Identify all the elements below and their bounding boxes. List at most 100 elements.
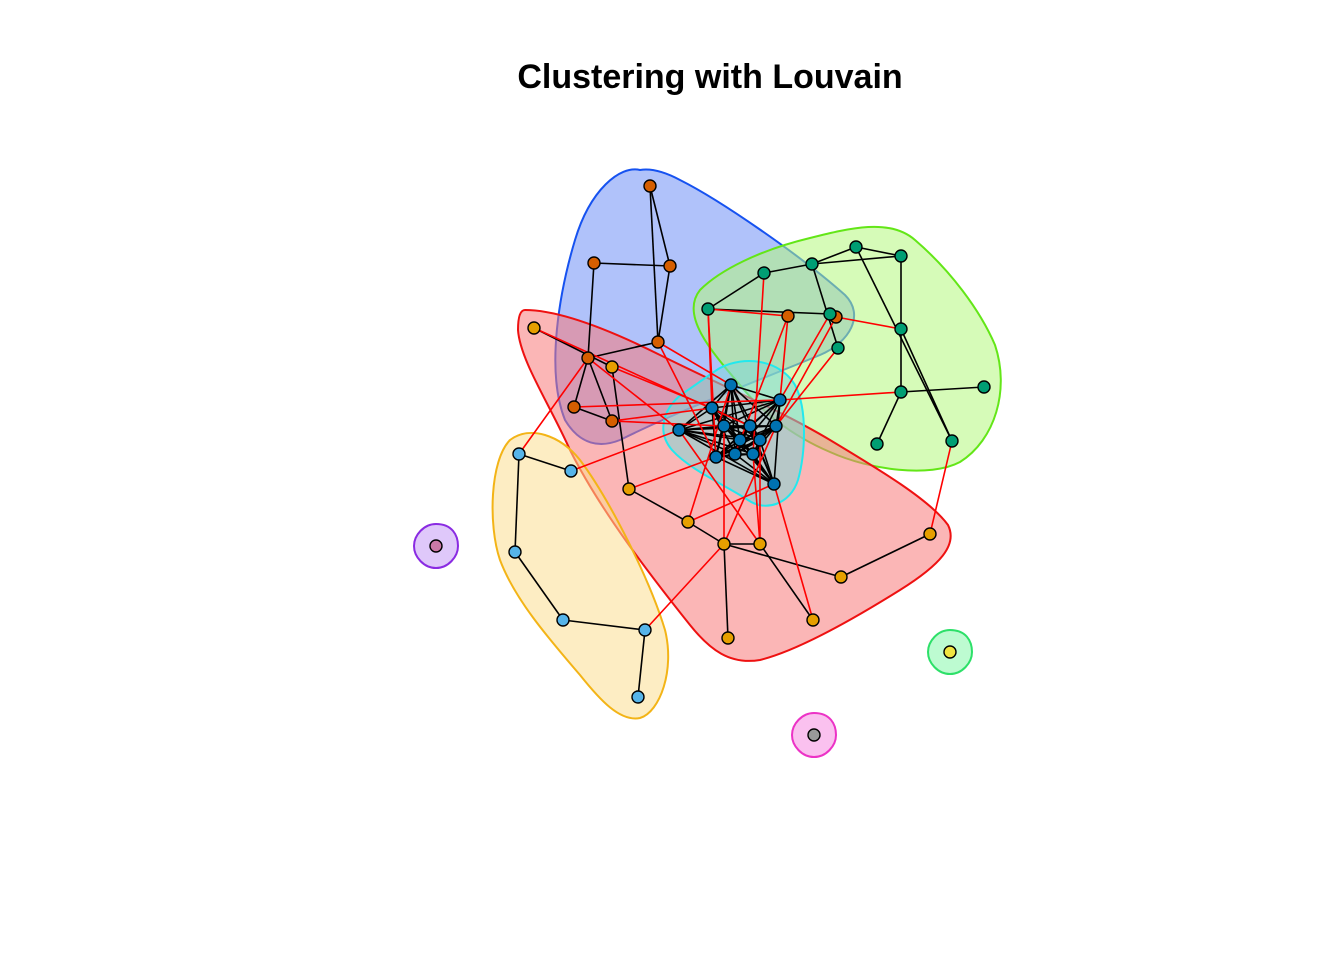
inter-community-edge [628, 456, 717, 490]
community-hulls [412, 168, 1002, 759]
intra-community-edge [811, 246, 857, 265]
inter-community-edge [775, 347, 839, 427]
graph-node-b11 [746, 447, 760, 461]
graph-node-b12 [767, 477, 781, 491]
graph-node-b4 [672, 423, 686, 437]
intra-community-edge [611, 366, 630, 490]
inter-community-edge [644, 543, 725, 631]
graph-node-b9 [709, 450, 723, 464]
inter-community-edge [611, 366, 713, 409]
intra-community-edge [687, 521, 725, 545]
graph-node-o5 [717, 537, 731, 551]
graph-node-n7 [605, 414, 619, 428]
graph-node-n1 [643, 179, 657, 193]
inter-community-edge [779, 315, 789, 401]
graph-node-n4 [651, 335, 665, 349]
graph-node-y1 [943, 645, 957, 659]
graph-node-g3 [757, 266, 771, 280]
graph-node-b10 [728, 447, 742, 461]
intra-community-edge [715, 456, 775, 485]
inter-community-edge [779, 391, 902, 401]
graph-node-o2 [605, 360, 619, 374]
inter-community-edge [611, 407, 713, 422]
inter-community-edge [678, 429, 761, 545]
graph-node-b13 [753, 433, 767, 447]
graph-node-g2 [894, 249, 908, 263]
intra-community-edge [657, 265, 671, 343]
inter-community-edge [657, 341, 717, 458]
graph-node-o7 [721, 631, 735, 645]
graph-node-b5 [717, 419, 731, 433]
inter-community-edge [929, 440, 953, 535]
intra-community-edge [711, 399, 781, 409]
graph-node-o3 [622, 482, 636, 496]
intra-community-edge [587, 262, 595, 359]
graph-node-n5 [581, 351, 595, 365]
intra-community-edge [573, 357, 589, 408]
graph-node-o1 [527, 321, 541, 335]
graph-node-o9 [834, 570, 848, 584]
graph-node-b3 [773, 393, 787, 407]
community-hull-c5 [491, 431, 670, 720]
inter-community-edge [707, 308, 717, 458]
page-title: Clustering with Louvain [517, 58, 903, 96]
graph-node-m1 [807, 728, 821, 742]
inter-community-edge [587, 357, 680, 431]
graph-node-b1 [724, 378, 738, 392]
intra-community-edge [773, 399, 781, 485]
graph-node-o10 [923, 527, 937, 541]
inter-community-edge [518, 357, 589, 455]
intra-community-edge [763, 263, 813, 274]
graph-node-g6 [831, 341, 845, 355]
intra-community-edge [707, 272, 765, 310]
intra-community-edge [707, 308, 831, 315]
inter-community-edge [734, 315, 789, 455]
intra-community-edge [562, 619, 646, 631]
graph-node-n8 [781, 309, 795, 323]
inter-community-edge [707, 308, 789, 317]
intra-community-edge [678, 429, 761, 441]
graph-node-n3 [663, 259, 677, 273]
intra-community-edge [628, 488, 689, 523]
intra-community-edge [637, 629, 646, 698]
graph-node-s6 [631, 690, 645, 704]
intra-community-edge [587, 341, 659, 359]
inter-community-edge [752, 453, 761, 545]
intra-community-edge [876, 391, 902, 445]
graph-node-g12 [823, 307, 837, 321]
intra-community-edge [723, 543, 842, 578]
intra-community-edge [723, 399, 781, 427]
intra-community-edge [514, 453, 520, 553]
graph-node-o6 [753, 537, 767, 551]
graph-node-s2 [564, 464, 578, 478]
graph-node-n6 [567, 400, 581, 414]
intra-community-edge [678, 384, 732, 431]
graph-node-o8 [806, 613, 820, 627]
graph-node-g4 [805, 257, 819, 271]
intra-community-edge [855, 246, 902, 257]
graph-node-g7 [894, 322, 908, 336]
intra-community-edge [649, 185, 671, 267]
intra-community-edge [811, 255, 902, 265]
inter-community-edge [687, 384, 732, 523]
intra-community-edge [514, 551, 564, 621]
inter-community-edge [775, 316, 837, 427]
intra-community-edge [593, 262, 671, 267]
graph-node-g5 [701, 302, 715, 316]
inter-community-edge [657, 341, 732, 386]
graph-node-g1 [849, 240, 863, 254]
graph-nodes [429, 179, 991, 742]
intra-community-edge [840, 533, 931, 578]
intra-community-edge [811, 263, 839, 349]
graph-node-g9 [977, 380, 991, 394]
graph-node-s4 [556, 613, 570, 627]
graph-node-b8 [733, 433, 747, 447]
inter-community-edge [773, 483, 814, 621]
intra-community-edge [573, 406, 613, 422]
intra-community-edge [723, 543, 729, 639]
intra-community-edge [587, 357, 613, 422]
graph-node-p1 [429, 539, 443, 553]
intra-community-edge [900, 386, 985, 393]
intra-community-edge [518, 453, 572, 472]
graph-node-o4 [681, 515, 695, 529]
